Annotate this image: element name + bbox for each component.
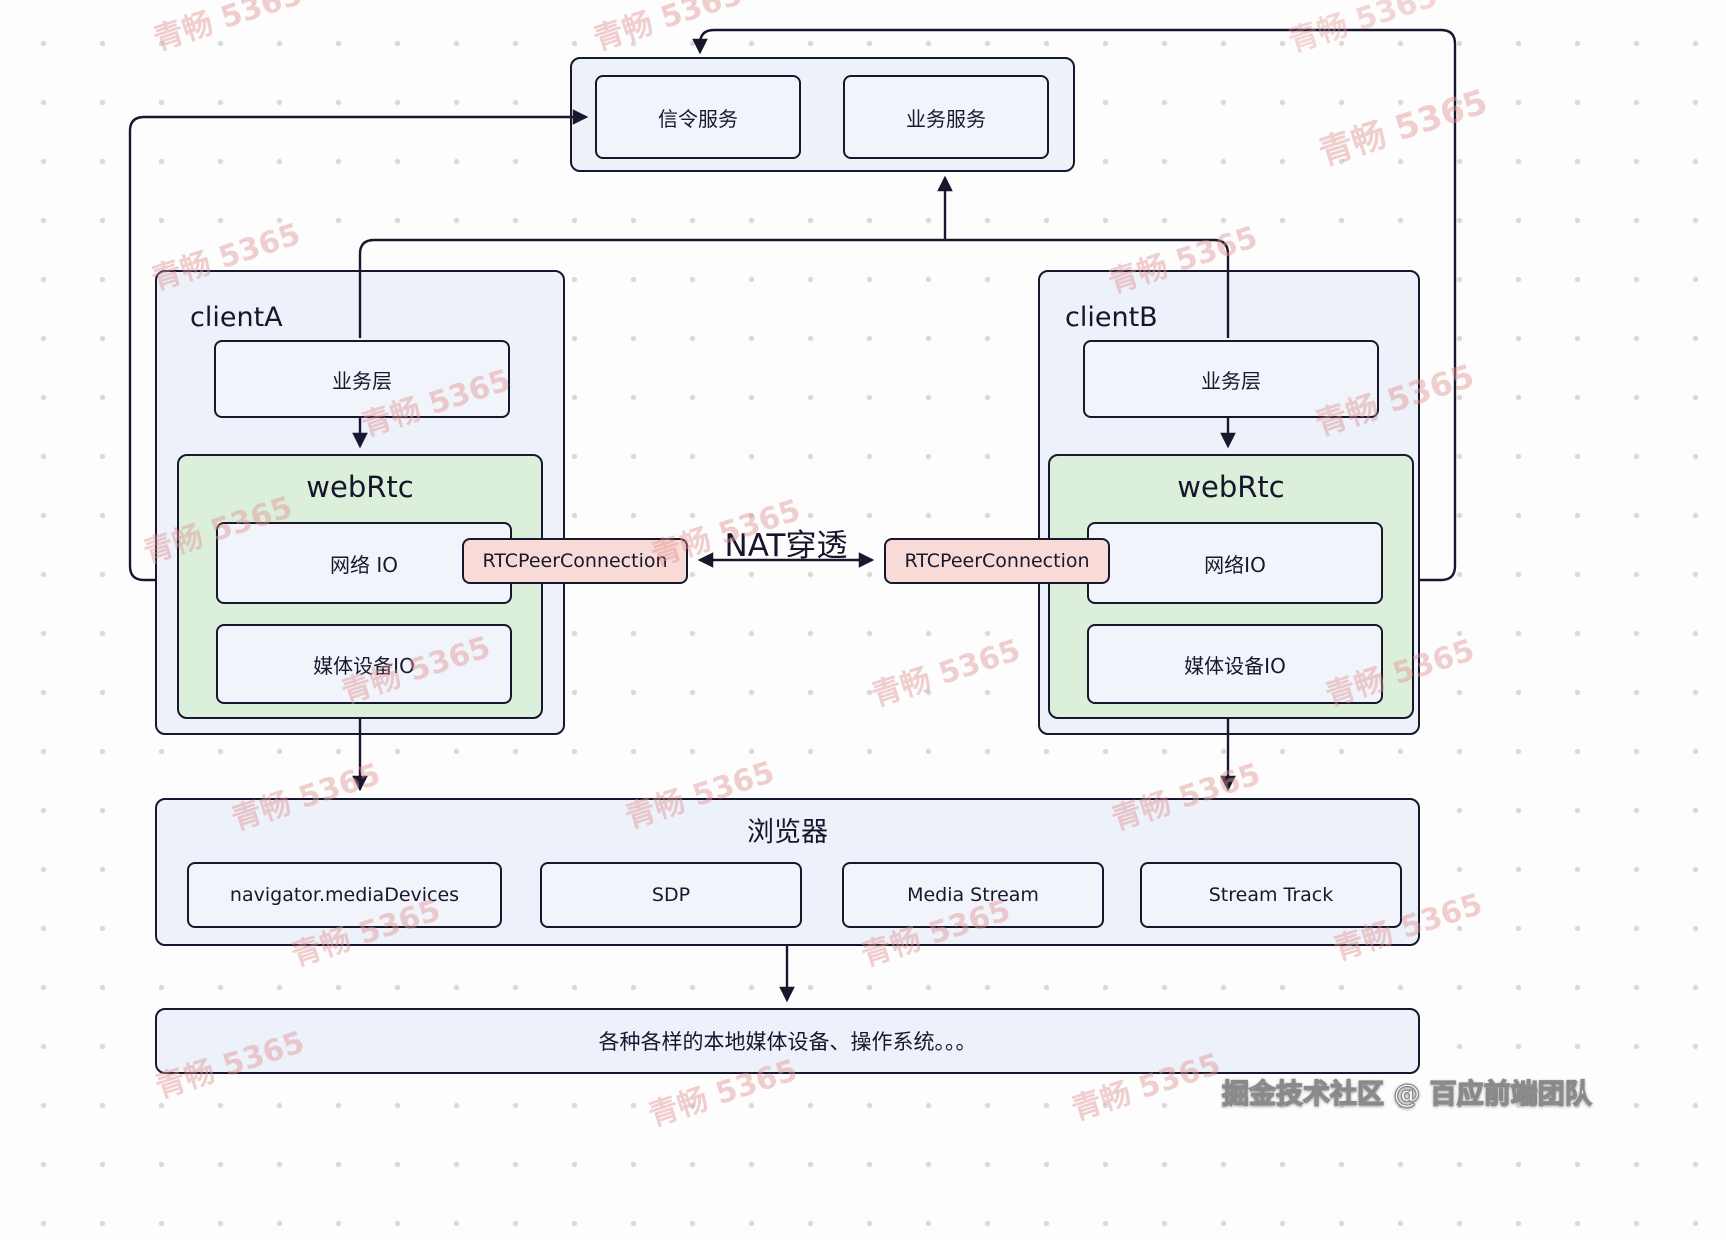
watermark-credit: 掘金技术社区 @ 百应前端团队 — [1221, 1078, 1592, 1110]
clientb-media-device-io-label: 媒体设备IO — [1184, 653, 1286, 678]
clientb-title: clientB — [1065, 302, 1158, 333]
browser-title: 浏览器 — [747, 817, 828, 848]
browser-item-navigator-mediadevices: navigator.mediaDevices — [187, 862, 502, 928]
devices-bar: 各种各样的本地媒体设备、操作系统。。。 — [155, 1008, 1420, 1074]
server-group-box: 信令服务 业务服务 — [570, 57, 1075, 172]
clienta-media-device-io-node: 媒体设备IO — [216, 624, 512, 704]
clientb-webrtc-title: webRtc — [1177, 470, 1285, 504]
signaling-service-label: 信令服务 — [658, 106, 738, 131]
clientb-network-io-node: 网络IO — [1087, 522, 1383, 604]
browser-item-media-stream: Media Stream — [842, 862, 1104, 928]
clientb-media-device-io-node: 媒体设备IO — [1087, 624, 1383, 704]
clientb-business-layer-node: 业务层 — [1083, 340, 1379, 418]
clienta-rtcpeerconnection-node: RTCPeerConnection — [462, 538, 688, 584]
browser-box: 浏览器 navigator.mediaDevices SDP Media Str… — [155, 798, 1420, 946]
browser-item-stream-track: Stream Track — [1140, 862, 1402, 928]
devices-bar-label: 各种各样的本地媒体设备、操作系统。。。 — [598, 1030, 977, 1054]
media-stream-label: Media Stream — [907, 884, 1039, 906]
clientb-network-io-label: 网络IO — [1204, 552, 1266, 577]
clientb-rtcpeerconnection-label: RTCPeerConnection — [904, 550, 1090, 572]
clienta-rtcpeerconnection-label: RTCPeerConnection — [482, 550, 668, 572]
clienta-business-layer-label: 业务层 — [332, 368, 392, 393]
clientb-business-layer-label: 业务层 — [1201, 368, 1261, 393]
clienta-webrtc-box: webRtc 网络 IO 媒体设备IO — [177, 454, 543, 719]
navigator-mediadevices-label: navigator.mediaDevices — [229, 884, 460, 906]
business-service-label: 业务服务 — [906, 106, 986, 131]
clienta-media-device-io-label: 媒体设备IO — [313, 653, 415, 678]
watermark-text: 青畅 5365 — [1284, 0, 1442, 60]
clientb-rtcpeerconnection-node: RTCPeerConnection — [884, 538, 1110, 584]
clientb-box: clientB 业务层 webRtc 网络IO 媒体设备IO — [1038, 270, 1420, 735]
sdp-label: SDP — [651, 884, 691, 906]
browser-item-sdp: SDP — [540, 862, 802, 928]
watermark-text: 青畅 5365 — [1314, 81, 1493, 174]
clienta-business-layer-node: 业务层 — [214, 340, 510, 418]
nat-traversal-label: NAT穿透 — [724, 528, 848, 564]
clientb-webrtc-box: webRtc 网络IO 媒体设备IO — [1048, 454, 1414, 719]
watermark-text: 青畅 5365 — [867, 632, 1025, 714]
clienta-network-io-label: 网络 IO — [330, 552, 398, 577]
signaling-service-node: 信令服务 — [595, 75, 801, 159]
business-service-node: 业务服务 — [843, 75, 1049, 159]
stream-track-label: Stream Track — [1208, 884, 1334, 906]
clienta-box: clientA 业务层 webRtc 网络 IO 媒体设备IO — [155, 270, 565, 735]
watermark-text: 青畅 5365 — [149, 0, 307, 58]
watermark-text: 青畅 5365 — [589, 0, 747, 58]
clienta-webrtc-title: webRtc — [306, 470, 414, 504]
clienta-title: clientA — [190, 302, 283, 333]
